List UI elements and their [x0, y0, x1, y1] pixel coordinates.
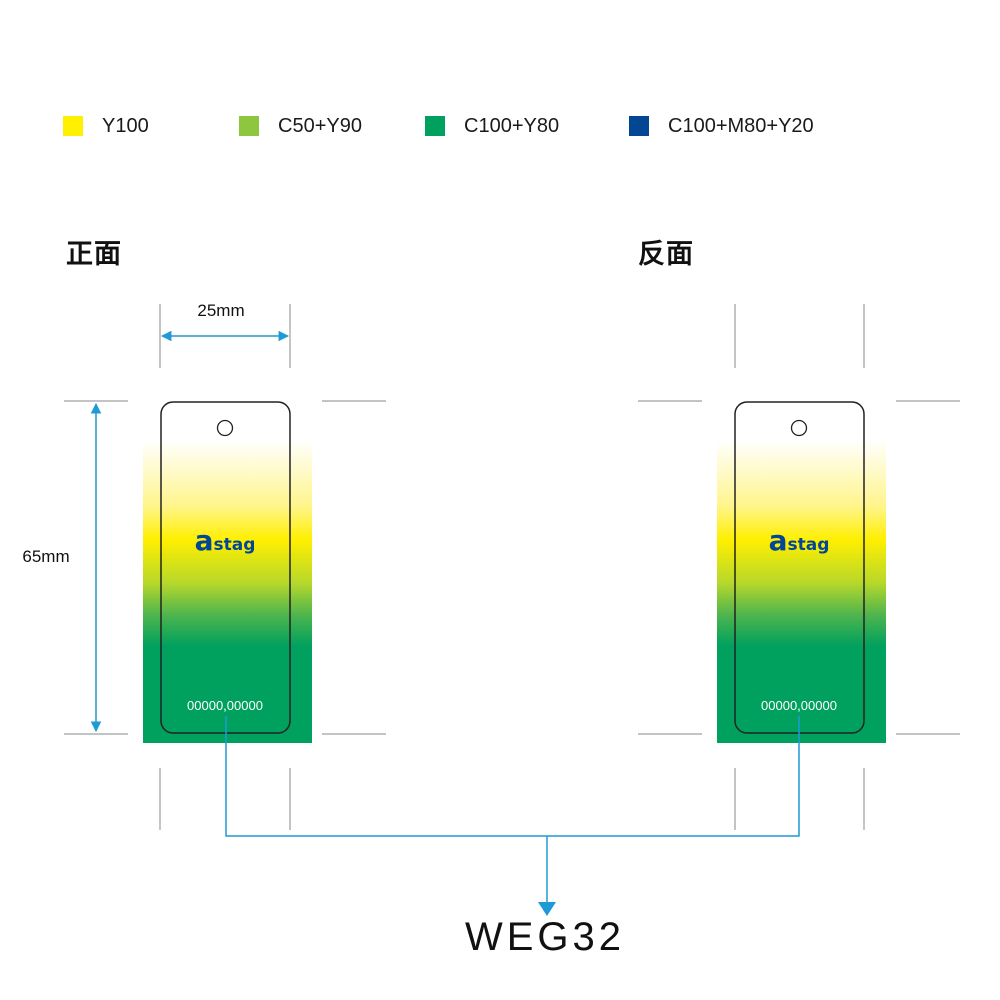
legend-swatch-y100 — [63, 116, 83, 136]
back-brand-logo: astag — [769, 524, 830, 557]
front-hang-hole — [216, 419, 234, 437]
back-gradient-background — [717, 440, 886, 743]
legend-label: C100+Y80 — [464, 114, 560, 137]
legend-item-c50-y90: C50+Y90 — [239, 113, 362, 139]
front-crop-marks — [64, 304, 386, 830]
legend-item-c100-y80: C100+Y80 — [425, 113, 559, 139]
color-legend: Y100 C50+Y90 C100+Y80 C100+M80+Y20 — [63, 113, 843, 139]
legend-swatch-c100-y80 — [425, 116, 445, 136]
back-hang-hole — [790, 419, 808, 437]
front-serial-number: 00000,00000 — [187, 698, 263, 713]
legend-swatch-c100-m80-y20 — [629, 116, 649, 136]
back-title: 反面 — [638, 239, 694, 269]
legend-label: C100+M80+Y20 — [668, 114, 814, 137]
front-tag-group: astag 00000,00000 25mm 65mm — [22, 301, 386, 830]
front-gradient-background — [143, 440, 312, 743]
product-code: WEG32 — [464, 915, 626, 959]
height-dimension-label: 65mm — [22, 547, 69, 566]
legend-label: Y100 — [102, 114, 149, 137]
serial-connector-lines — [225, 716, 800, 903]
front-title: 正面 — [66, 239, 122, 269]
width-dimension-label: 25mm — [197, 301, 244, 320]
legend-label: C50+Y90 — [278, 114, 362, 137]
legend-item-c100-m80-y20: C100+M80+Y20 — [629, 113, 814, 139]
connector-arrowhead — [538, 902, 556, 916]
legend-swatch-c50-y90 — [239, 116, 259, 136]
connector-bracket — [225, 716, 800, 837]
back-crop-marks — [638, 304, 960, 830]
back-tag-group: astag 00000,00000 — [638, 304, 960, 830]
front-brand-logo: astag — [195, 524, 256, 557]
legend-item-y100: Y100 — [63, 113, 149, 139]
back-serial-number: 00000,00000 — [761, 698, 837, 713]
